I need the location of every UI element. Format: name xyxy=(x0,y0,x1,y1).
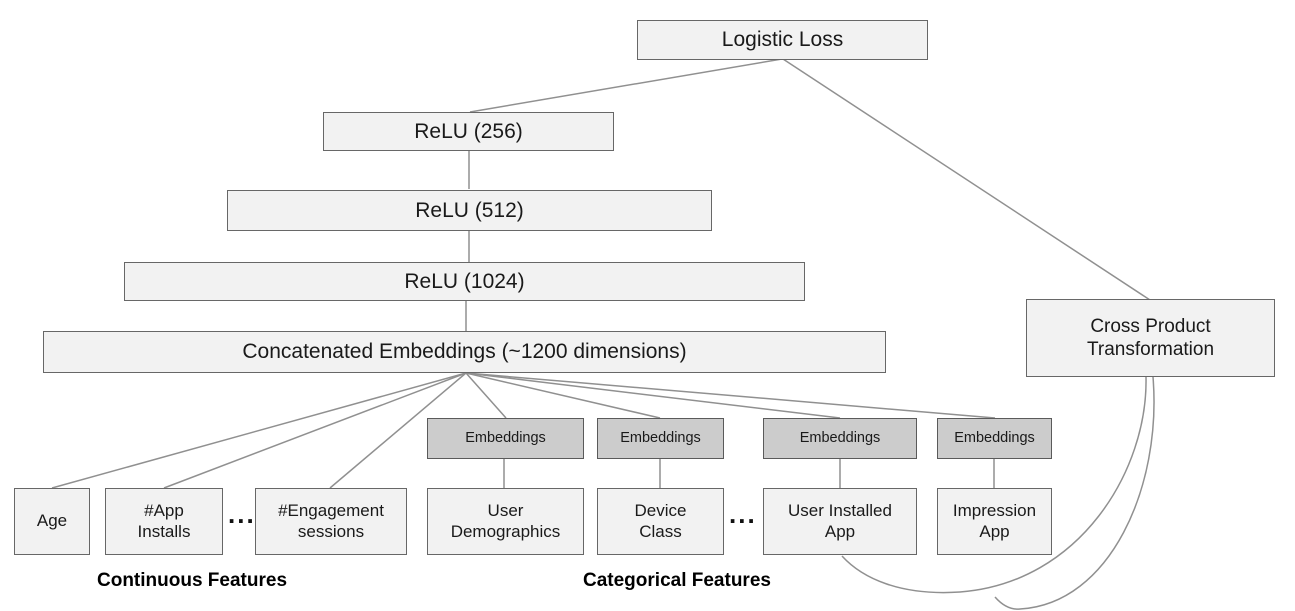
node-logistic-loss[interactable]: Logistic Loss xyxy=(637,20,928,60)
node-embeddings-1[interactable]: Embeddings xyxy=(427,418,584,459)
node-feature-user-installed-app-line-2: App xyxy=(824,521,856,541)
node-feature-engagement-sessions[interactable]: #Engagement sessions xyxy=(255,488,407,555)
node-embeddings-2-label: Embeddings xyxy=(620,429,701,446)
edge-concat-to-embeddings-2 xyxy=(465,372,661,419)
node-embeddings-4-label: Embeddings xyxy=(954,429,1035,446)
group-label-categorical-features: Categorical Features xyxy=(583,570,771,591)
node-relu-512-label: ReLU (512) xyxy=(415,198,524,222)
node-relu-256-label: ReLU (256) xyxy=(414,119,523,143)
node-feature-impression-app-line-1: Impression xyxy=(952,500,1037,520)
node-relu-1024-label: ReLU (1024) xyxy=(404,269,525,293)
node-feature-impression-app[interactable]: Impression App xyxy=(937,488,1052,555)
node-feature-engagement-sessions-line-1: #Engagement xyxy=(278,500,384,520)
edge-concat-to-embeddings-4 xyxy=(465,372,996,419)
edge-cross-to-user-installed-app xyxy=(841,376,1147,594)
node-embeddings-4[interactable]: Embeddings xyxy=(937,418,1052,459)
node-feature-age-line-1: Age xyxy=(36,511,68,531)
node-cross-product-line-1: Cross Product xyxy=(1090,315,1211,337)
node-feature-age[interactable]: Age xyxy=(14,488,90,555)
node-relu-256[interactable]: ReLU (256) xyxy=(323,112,614,151)
node-embeddings-2[interactable]: Embeddings xyxy=(597,418,724,459)
node-relu-1024[interactable]: ReLU (1024) xyxy=(124,262,805,301)
node-cross-product-line-2: Transformation xyxy=(1086,339,1215,360)
node-feature-user-installed-app[interactable]: User Installed App xyxy=(763,488,917,555)
node-feature-app-installs-line-1: #App xyxy=(144,500,184,520)
node-embeddings-3-label: Embeddings xyxy=(799,429,881,446)
node-feature-app-installs[interactable]: #App Installs xyxy=(105,488,223,555)
edge-concat-to-embeddings-1 xyxy=(465,372,507,419)
edge-loss-to-cross xyxy=(782,58,1151,301)
node-feature-device-class[interactable]: Device Class xyxy=(597,488,724,555)
node-concatenated-embeddings[interactable]: Concatenated Embeddings (~1200 dimension… xyxy=(43,331,886,373)
node-feature-user-demographics[interactable]: User Demographics xyxy=(427,488,584,555)
node-feature-user-installed-app-line-1: User Installed xyxy=(788,500,892,520)
node-feature-engagement-sessions-line-2: sessions xyxy=(297,521,365,541)
node-embeddings-1-label: Embeddings xyxy=(465,429,546,446)
ellipsis-continuous: ... xyxy=(228,499,256,529)
node-embeddings-3[interactable]: Embeddings xyxy=(763,418,917,459)
group-label-continuous-features: Continuous Features xyxy=(97,570,288,591)
node-relu-512[interactable]: ReLU (512) xyxy=(227,190,712,231)
edge-concat-to-app-installs xyxy=(163,372,467,489)
node-cross-product-transformation[interactable]: Cross Product Transformation xyxy=(1026,299,1275,377)
edge-concat-to-embeddings-3 xyxy=(465,372,841,419)
edge-concat-to-age xyxy=(51,372,467,489)
node-concatenated-embeddings-label: Concatenated Embeddings (~1200 dimension… xyxy=(242,340,687,364)
node-feature-app-installs-line-2: Installs xyxy=(137,521,191,541)
ellipsis-categorical: ... xyxy=(729,499,757,529)
node-feature-device-class-line-1: Device xyxy=(634,500,687,520)
node-feature-user-demographics-line-1: User xyxy=(487,500,524,520)
edge-loss-to-relu256 xyxy=(469,58,783,113)
node-feature-impression-app-line-2: App xyxy=(979,521,1010,541)
node-feature-device-class-line-2: Class xyxy=(639,521,682,541)
node-feature-user-demographics-line-2: Demographics xyxy=(450,521,561,541)
node-logistic-loss-label: Logistic Loss xyxy=(721,28,844,52)
